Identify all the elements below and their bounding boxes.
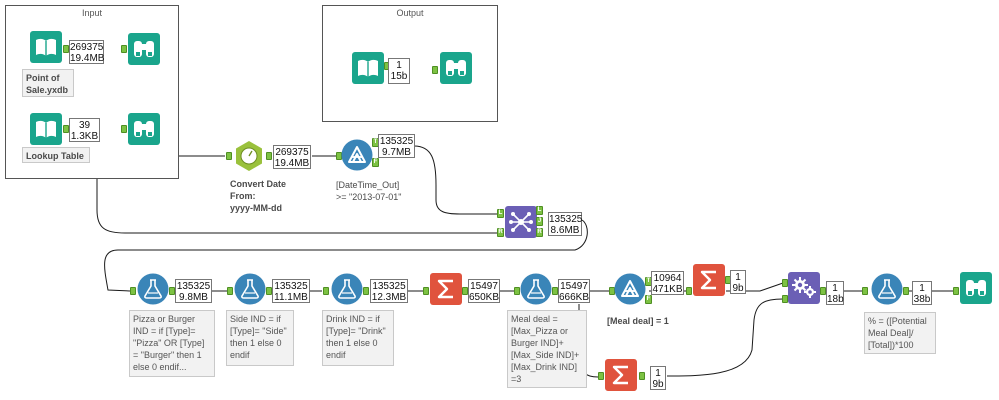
- output-anchor[interactable]: [903, 287, 909, 295]
- output-anchor[interactable]: [462, 287, 468, 295]
- annotation-formula3: Drink IND = if [Type]= "Drink" then 1 el…: [322, 310, 394, 366]
- filter-icon[interactable]: [341, 139, 373, 171]
- input-anchor[interactable]: [953, 287, 959, 295]
- input-anchor[interactable]: [423, 287, 429, 295]
- input-anchor[interactable]: [514, 287, 520, 295]
- filter-icon[interactable]: [614, 273, 646, 305]
- output-anchor[interactable]: [820, 287, 826, 295]
- false-anchor[interactable]: F: [372, 158, 379, 167]
- input-anchor[interactable]: [226, 152, 232, 160]
- browse-icon[interactable]: [960, 272, 992, 304]
- input-anchor[interactable]: [227, 287, 233, 295]
- source-input-anchor[interactable]: [782, 295, 788, 303]
- input-data-icon[interactable]: [30, 31, 62, 63]
- annotation-formula5: % = ([Potential Meal Deal]/ [Total])*100: [864, 312, 936, 354]
- input-data-icon[interactable]: [352, 52, 384, 84]
- right-input-anchor[interactable]: R: [497, 228, 504, 237]
- false-anchor[interactable]: F: [645, 295, 652, 304]
- annotation-formula1: Pizza or Burger IND = if [Type]= "Pizza"…: [129, 310, 215, 377]
- left-output-anchor[interactable]: L: [536, 206, 543, 215]
- annotation-pos: Point of Sale.yxdb: [22, 69, 74, 97]
- output-anchor[interactable]: [639, 372, 645, 380]
- summarize-icon[interactable]: [605, 359, 637, 391]
- input-anchor[interactable]: [432, 66, 438, 74]
- output-anchor[interactable]: [552, 287, 558, 295]
- formula-icon[interactable]: [871, 273, 903, 305]
- input-data-icon[interactable]: [30, 113, 62, 145]
- output-anchor[interactable]: [169, 287, 175, 295]
- annotation-formula4: Meal deal = [Max_Pizza or Burger IND]+ […: [507, 310, 587, 388]
- output-anchor[interactable]: [63, 45, 69, 53]
- output-anchor[interactable]: [63, 125, 69, 133]
- wire-filter-join: [413, 145, 497, 215]
- left-input-anchor[interactable]: L: [497, 209, 504, 218]
- output-container-title: Output: [396, 8, 424, 18]
- join-icon[interactable]: [505, 206, 537, 238]
- input-anchor[interactable]: [336, 152, 342, 160]
- datetime-icon[interactable]: [233, 140, 265, 172]
- input-anchor[interactable]: [323, 287, 329, 295]
- input-anchor[interactable]: [130, 287, 136, 295]
- input-anchor[interactable]: [598, 372, 604, 380]
- formula-icon[interactable]: [234, 273, 266, 305]
- right-output-anchor[interactable]: R: [536, 228, 543, 237]
- browse-icon[interactable]: [128, 33, 160, 65]
- summarize-icon[interactable]: [693, 264, 725, 296]
- input-anchor[interactable]: [121, 125, 127, 133]
- annotation-lookup: Lookup Table: [22, 147, 90, 163]
- formula-icon[interactable]: [137, 273, 169, 305]
- append-fields-icon[interactable]: [788, 272, 820, 304]
- browse-icon[interactable]: [440, 52, 472, 84]
- input-container-title: Input: [81, 8, 103, 18]
- annotation-formula2: Side IND = if [Type]= "Side" then 1 else…: [226, 310, 294, 366]
- output-anchor[interactable]: [363, 287, 369, 295]
- formula-icon[interactable]: [331, 273, 363, 305]
- output-anchor[interactable]: [266, 152, 272, 160]
- join-output-anchor[interactable]: J: [536, 217, 543, 226]
- output-anchor[interactable]: [266, 287, 272, 295]
- input-anchor[interactable]: [686, 287, 692, 295]
- browse-icon[interactable]: [128, 113, 160, 145]
- input-anchor[interactable]: [609, 287, 615, 295]
- annotation-datetime: Convert Date From: yyyy-MM-dd: [230, 179, 287, 213]
- annotation-filter1: [DateTime_Out] >= "2013-07-01": [336, 180, 402, 202]
- summarize-icon[interactable]: [430, 273, 462, 305]
- input-anchor[interactable]: [121, 45, 127, 53]
- annotation-filter2: [Meal deal] = 1: [607, 316, 669, 326]
- target-input-anchor[interactable]: [782, 279, 788, 287]
- wire-sum3-append: [666, 298, 784, 377]
- input-anchor[interactable]: [862, 287, 868, 295]
- formula-icon[interactable]: [520, 273, 552, 305]
